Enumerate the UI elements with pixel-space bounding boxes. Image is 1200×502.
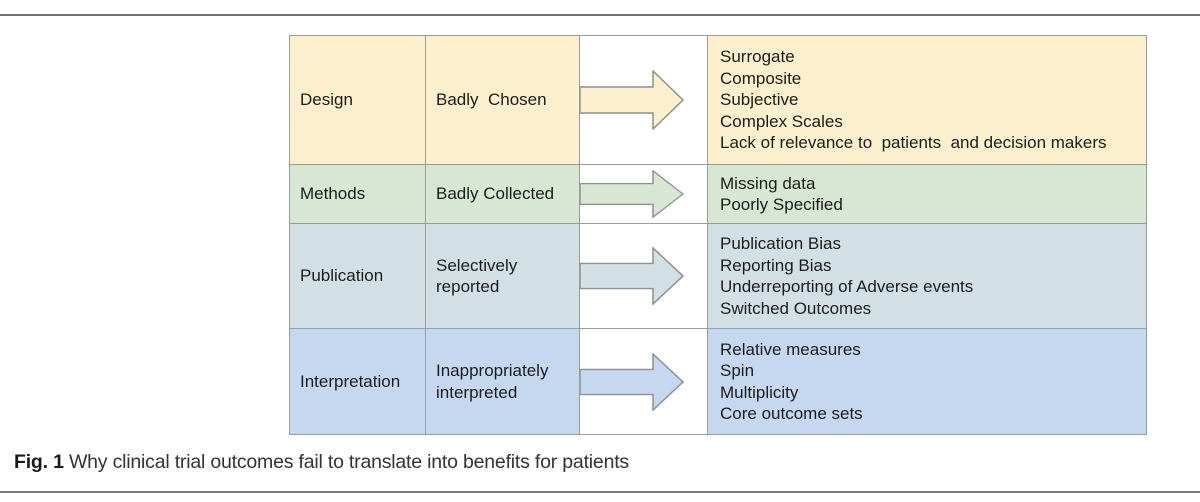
issues-cell-publication: Publication Bias Reporting Bias Underrep…: [708, 224, 1146, 328]
issues-cell-interpretation: Relative measures Spin Multiplicity Core…: [708, 329, 1146, 434]
arrow-cell-publication: [580, 224, 707, 328]
bottom-divider: [0, 491, 1200, 493]
arrow-cell-interpretation: [580, 329, 707, 434]
arrow-cell-design: [580, 36, 707, 164]
stage-cell-interpretation: Interpretation: [290, 329, 425, 434]
stage-cell-methods: Methods: [290, 165, 425, 223]
right-arrow-icon: [580, 170, 684, 218]
figure-caption-label: Fig. 1: [14, 451, 64, 473]
problem-cell-publication: Selectively reported: [426, 224, 579, 328]
stage-cell-design: Design: [290, 36, 425, 164]
right-arrow-icon: [580, 70, 684, 130]
problem-cell-methods: Badly Collected: [426, 165, 579, 223]
right-arrow-icon: [580, 247, 684, 305]
arrow-cell-methods: [580, 165, 707, 223]
issues-cell-methods: Missing data Poorly Specified: [708, 165, 1146, 223]
figure-caption-text: Why clinical trial outcomes fail to tran…: [63, 451, 629, 473]
stage-cell-publication: Publication: [290, 224, 425, 328]
top-divider: [0, 14, 1200, 16]
problem-cell-design: Badly Chosen: [426, 36, 579, 164]
problem-cell-interpretation: Inappropriately interpreted: [426, 329, 579, 434]
figure-caption: Fig. 1 Why clinical trial outcomes fail …: [14, 451, 629, 474]
outcomes-flow-diagram: Design Badly Chosen Surrogate Composite …: [289, 35, 1147, 435]
right-arrow-icon: [580, 352, 684, 411]
issues-cell-design: Surrogate Composite Subjective Complex S…: [708, 36, 1146, 164]
